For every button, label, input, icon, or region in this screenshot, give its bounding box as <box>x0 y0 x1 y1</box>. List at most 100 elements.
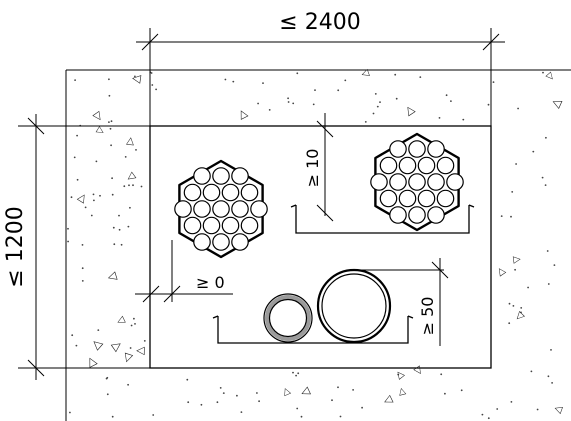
cable-conductor <box>436 189 455 208</box>
aggregate-dot <box>186 378 189 381</box>
aggregate-dot <box>545 136 547 139</box>
aggregate-dot <box>331 399 333 402</box>
aggregate-dot <box>440 373 443 376</box>
aggregate-dot <box>109 127 112 130</box>
aggregate-dot <box>224 78 227 81</box>
aggregate-dot <box>74 79 76 81</box>
aggregate-dot <box>67 227 69 230</box>
aggregate-dot <box>379 101 381 103</box>
aggregate-dot <box>339 415 342 418</box>
aggregate-glyph: ◁ <box>89 335 106 352</box>
aggregate-dot <box>438 117 441 119</box>
cable-conductor <box>202 216 221 235</box>
aggregate-dot <box>143 340 146 342</box>
cable-conductor <box>183 216 202 235</box>
aggregate-glyph: ◁ <box>396 386 409 397</box>
aggregate-dot <box>127 225 130 228</box>
pipe-large <box>316 268 392 344</box>
aggregate-dot <box>105 377 108 380</box>
aggregate-dot <box>296 407 299 410</box>
aggregate-dot <box>95 160 98 163</box>
cable-conductor <box>389 173 407 191</box>
aggregate-dot <box>376 105 379 108</box>
aggregate-glyph: ◁ <box>513 310 526 323</box>
aggregate-dot <box>462 118 465 121</box>
aggregate-dot <box>395 97 398 100</box>
aggregate-dot <box>71 334 74 337</box>
aggregate-glyph: ◁ <box>280 386 293 398</box>
aggregate-dot <box>364 121 367 123</box>
aggregate-dot <box>110 120 113 123</box>
cable-conductor <box>398 189 417 208</box>
aggregate-glyph: ◁ <box>381 392 395 408</box>
gap-side-dimension-label: ≥ 0 <box>196 273 225 292</box>
aggregate-dot <box>69 411 71 414</box>
aggregate-dot <box>73 156 76 159</box>
pipe-small <box>263 293 313 343</box>
aggregate-glyph: ◁ <box>75 191 91 206</box>
aggregate-dot <box>292 371 294 374</box>
aggregate-glyph: ◁ <box>110 338 125 355</box>
height-dimension <box>18 114 150 380</box>
cable-conductor <box>446 173 464 191</box>
aggregate-dot <box>287 97 289 100</box>
aggregate-dot <box>551 382 553 384</box>
aggregate-dot <box>496 408 499 410</box>
aggregate-dot <box>152 414 155 416</box>
aggregate-dot <box>511 191 514 193</box>
cable-conductor <box>250 200 268 218</box>
cable-conductor <box>193 200 211 218</box>
gap-top-dimension-label: ≥ 10 <box>303 149 322 188</box>
aggregate-dot <box>352 389 354 391</box>
aggregate-dot <box>550 349 552 351</box>
aggregate-glyph: ◁ <box>402 103 418 118</box>
aggregate-dot <box>106 393 109 396</box>
aggregate-dot <box>132 184 134 187</box>
aggregate-dot <box>297 372 300 375</box>
aggregate-dot <box>492 81 495 83</box>
aggregate-dot <box>541 176 544 179</box>
aggregate-glyph: ◁ <box>550 94 564 110</box>
aggregate-dot <box>287 101 290 103</box>
aggregate-dot <box>344 79 347 82</box>
aggregate-dot <box>216 401 219 404</box>
tray-bracket-top <box>290 204 475 234</box>
aggregate-dot <box>258 400 260 403</box>
aggregate-dot <box>515 163 517 165</box>
aggregate-dot <box>547 375 550 378</box>
cable-conductor <box>389 140 407 158</box>
aggregate-dot <box>150 72 153 74</box>
aggregate-dot <box>134 323 136 325</box>
aggregate-dot <box>92 193 95 196</box>
cable-conductor <box>231 233 249 251</box>
cable-conductor <box>193 167 211 185</box>
aggregate-dot <box>130 324 133 327</box>
cable-conductor <box>240 216 259 235</box>
aggregate-dot <box>110 144 112 147</box>
cable-conductor <box>427 206 445 224</box>
cable-conductor <box>221 183 240 202</box>
tray-bracket-bottom <box>212 315 414 344</box>
aggregate-dot <box>108 94 111 97</box>
aggregate-glyph: ◁ <box>106 268 119 284</box>
aggregate-dot <box>397 373 400 376</box>
aggregate-dot <box>84 206 87 209</box>
gap-pipe-dimension-label: ≥ 50 <box>418 297 437 336</box>
cable-conductor <box>427 140 445 158</box>
cable-conductor <box>212 233 230 251</box>
aggregate-dot <box>527 286 529 289</box>
aggregate-dot <box>108 121 110 123</box>
aggregate-dot <box>445 94 448 97</box>
cable-conductor <box>408 173 426 191</box>
aggregate-dot <box>118 228 121 231</box>
cable-conductor <box>389 206 407 224</box>
aggregate-dot <box>76 178 79 181</box>
aggregate-dot <box>90 214 93 217</box>
cable-conductor <box>193 233 211 251</box>
aggregate-dot <box>112 226 115 229</box>
aggregate-dot <box>113 243 116 246</box>
aggregate-glyph: ◁ <box>136 344 145 357</box>
aggregate-dot <box>444 392 446 395</box>
aggregate-dot <box>81 267 84 270</box>
